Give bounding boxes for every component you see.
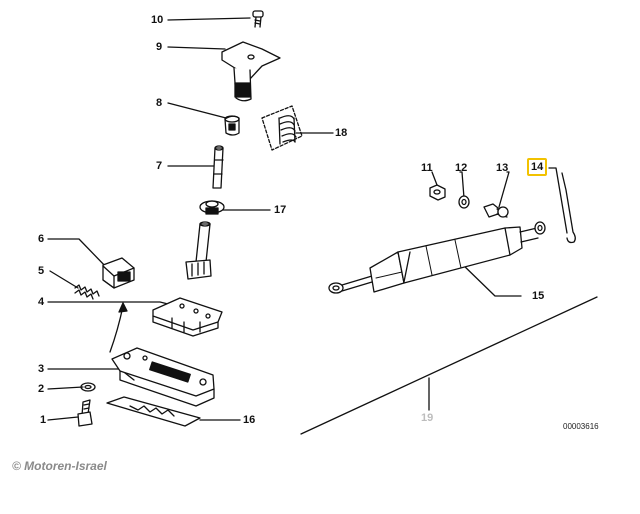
label-11[interactable]: 11 [421, 162, 433, 174]
arrow [109, 302, 128, 353]
label-14-highlighted[interactable]: 14 [527, 158, 548, 176]
spring-18 [261, 105, 303, 151]
nut-11 [429, 184, 446, 201]
label-4[interactable]: 4 [38, 296, 45, 308]
label-15[interactable]: 15 [532, 290, 545, 302]
label-12[interactable]: 12 [455, 162, 468, 174]
copyright-notice: © Motoren-Israel [12, 459, 107, 473]
label-19[interactable]: 19 [421, 412, 434, 424]
washer-2 [80, 382, 96, 392]
label-1[interactable]: 1 [40, 414, 47, 426]
label-16[interactable]: 16 [243, 414, 256, 426]
washer-12 [458, 195, 470, 209]
plate-3 [111, 347, 215, 407]
leader-lines [47, 17, 568, 421]
lever-4 [152, 297, 223, 337]
tag-16 [106, 396, 201, 427]
label-6[interactable]: 6 [38, 233, 45, 245]
rod-7 [212, 145, 224, 189]
label-3[interactable]: 3 [38, 363, 45, 375]
label-5[interactable]: 5 [38, 265, 45, 277]
bolt-1 [77, 399, 93, 427]
screw-10 [252, 10, 264, 28]
bracket-9 [221, 41, 281, 102]
bushing-8 [224, 115, 240, 136]
damper-15 [328, 221, 546, 294]
label-9[interactable]: 9 [156, 41, 163, 53]
grommet-17 [199, 200, 225, 215]
label-17[interactable]: 17 [274, 204, 287, 216]
bolt-13 [483, 203, 509, 218]
label-18[interactable]: 18 [335, 127, 348, 139]
drawing-number: 00003616 [563, 422, 599, 431]
ground-line-19 [300, 296, 598, 435]
spring-5 [74, 284, 100, 300]
label-8[interactable]: 8 [156, 97, 163, 109]
cap-6 [102, 257, 135, 289]
label-13[interactable]: 13 [496, 162, 509, 174]
lower-shaft [185, 221, 212, 280]
clip-14 [561, 172, 576, 244]
label-10[interactable]: 10 [151, 14, 164, 26]
label-2[interactable]: 2 [38, 383, 45, 395]
label-7[interactable]: 7 [156, 160, 163, 172]
